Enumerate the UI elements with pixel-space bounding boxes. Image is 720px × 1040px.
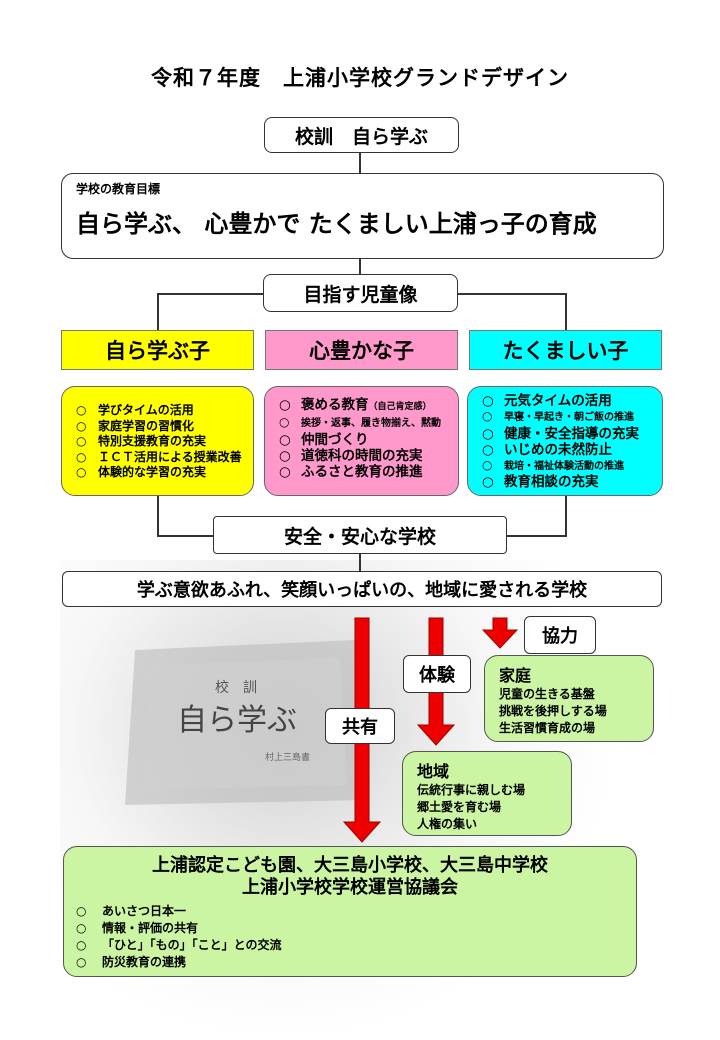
list-item: ○体験的な学習の充実	[76, 465, 207, 479]
cooperate-tag: 協力	[524, 616, 596, 654]
motto-stone-image: 校 訓 自ら学ぶ 村上三島書	[115, 610, 375, 810]
list-item: ○学びタイムの活用	[76, 403, 194, 417]
list-item: ○情報・評価の共有	[76, 921, 199, 935]
connector-line	[359, 258, 361, 274]
arrow-cooperate	[481, 617, 519, 649]
stone-signature: 村上三島書	[265, 751, 310, 763]
list-item: ○あいさつ日本一	[76, 904, 187, 918]
list-item: ○褒める教育（自己肯定感）	[279, 397, 432, 413]
connector-line	[157, 293, 159, 331]
column-heading-strong: たくましい子	[469, 330, 662, 370]
goal-label: 学校の教育目標	[76, 182, 161, 196]
safety-box: 安全・安心な学校	[213, 516, 507, 554]
list-item: ○元気タイムの活用	[482, 393, 612, 409]
list-item: 生活習慣育成の場	[499, 721, 596, 735]
ideal-child-box: 目指す児童像	[263, 274, 458, 312]
list-item: 人権の集い	[417, 817, 478, 831]
school-motto-box: 校訓 自ら学ぶ	[264, 117, 459, 153]
connector-line	[359, 152, 361, 174]
list-item: ○「ひと」「もの」「こと」との交流	[76, 938, 282, 952]
connector-line	[565, 496, 567, 536]
list-item: ○仲間づくり	[279, 431, 369, 448]
connector-line	[157, 496, 159, 536]
stone-main-text: 自ら学ぶ	[177, 703, 297, 738]
list-item: 挑戦を後押しする場	[499, 704, 607, 718]
stone-small-text: 校 訓	[215, 679, 257, 696]
education-goal-box: 学校の教育目標 自ら学ぶ、 心豊かで たくましい上浦っ子の育成	[61, 173, 664, 259]
list-item: ○家庭学習の習慣化	[76, 418, 195, 433]
share-tag: 共有	[325, 708, 395, 744]
goal-text: 自ら学ぶ、 心豊かで たくましい上浦っ子の育成	[76, 210, 597, 238]
family-box: 家庭 児童の生きる基盤 挑戦を後押しする場 生活習慣育成の場	[484, 655, 654, 742]
list-item: 児童の生きる基盤	[499, 687, 595, 701]
list-item: ○ＩＣＴ活用による授業改善	[76, 449, 242, 464]
list-item: 郷土愛を育む場	[417, 800, 502, 814]
kind-heart-list: ○褒める教育（自己肯定感） ○挨拶・返事、履き物揃え、黙動 ○仲間づくり ○道徳…	[264, 386, 459, 496]
partners-line2: 上浦小学校学校運営協議会	[242, 877, 458, 898]
column-heading-self-learning: 自ら学ぶ子	[61, 330, 254, 370]
list-item: ○栽培・福祉体験活動の推進	[482, 457, 624, 472]
region-box: 地域 伝統行事に親しむ場 郷土愛を育む場 人権の集い	[402, 751, 572, 836]
list-item: ○早寝・早起き・朝ご飯の推進	[482, 409, 634, 423]
list-item: ○ふるさと教育の推進	[279, 463, 423, 480]
connector-line	[359, 553, 361, 571]
slogan-box: 学ぶ意欲あふれ、笑顔いっぱいの、地域に愛される学校	[62, 571, 662, 607]
list-item: ○挨拶・返事、履き物揃え、黙動	[279, 415, 441, 429]
list-item: ○教育相談の充実	[482, 474, 599, 490]
partners-box: 上浦認定こども園、大三島小学校、大三島中学校 上浦小学校学校運営協議会 ○あいさ…	[63, 846, 637, 977]
self-learning-list: ○学びタイムの活用 ○家庭学習の習慣化 ○特別支援教育の充実 ○ＩＣＴ活用による…	[61, 386, 254, 496]
family-heading: 家庭	[499, 666, 532, 685]
connector-line	[565, 293, 567, 331]
list-item: ○特別支援教育の充実	[76, 434, 207, 448]
experience-tag: 体験	[403, 655, 471, 693]
list-item: 伝統行事に親しむ場	[417, 783, 526, 797]
list-item: ○防災教育の連携	[76, 955, 187, 969]
strong-list: ○元気タイムの活用 ○早寝・早起き・朝ご飯の推進 ○健康・安全指導の充実 ○いじ…	[467, 386, 663, 496]
partners-line1: 上浦認定こども園、大三島小学校、大三島中学校	[152, 855, 548, 876]
column-heading-kind-heart: 心豊かな子	[265, 330, 458, 370]
list-item: ○健康・安全指導の充実	[482, 425, 639, 442]
list-item: ○いじめの未然防止	[482, 441, 612, 458]
page-title: 令和７年度 上浦小学校グランドデザイン	[151, 66, 569, 90]
region-heading: 地域	[417, 762, 450, 781]
list-item: ○道徳科の時間の充実	[279, 447, 423, 464]
